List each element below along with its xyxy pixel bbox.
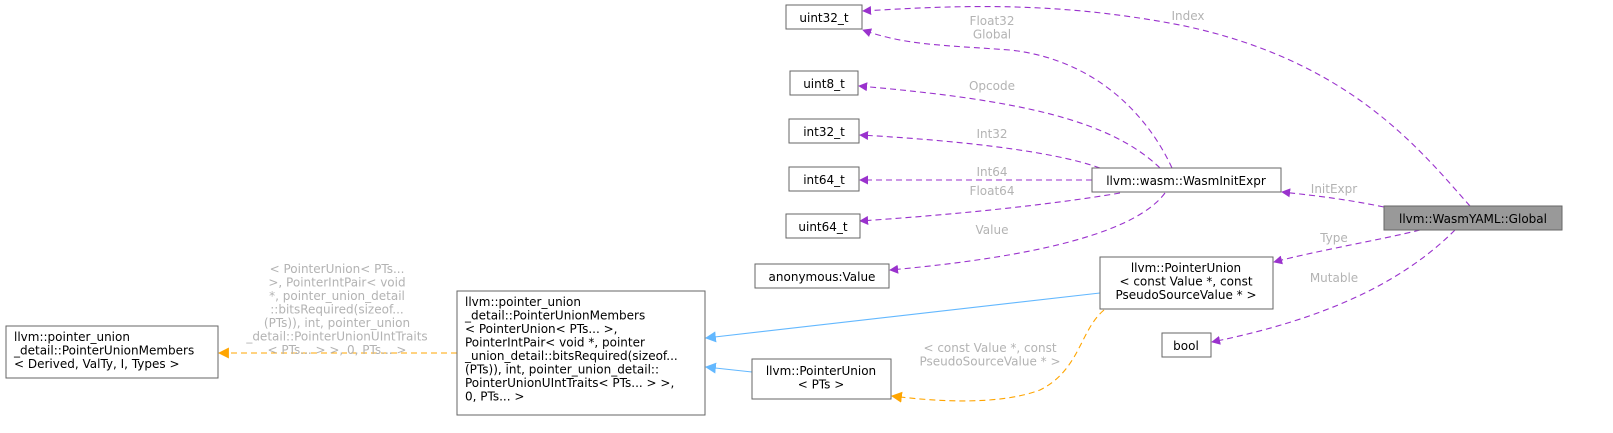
- edge-label-init-expr: InitExpr: [1311, 182, 1357, 196]
- edge-label-value: Value: [976, 223, 1009, 237]
- text-line: PointerIntPair< void *, pointer: [465, 336, 645, 350]
- edge-type: [1273, 229, 1421, 265]
- text-line: _detail::PointerUnionMembers: [13, 344, 194, 358]
- text-line: llvm::pointer_union: [465, 295, 581, 309]
- edge-label-index: Index: [1171, 9, 1204, 23]
- edge-inherit-pointer-union-pts: [704, 362, 753, 374]
- text-line: PointerUnionUIntTraits< PTs... > >,: [465, 376, 674, 390]
- text-line: uint8_t: [803, 77, 845, 91]
- text-line: llvm::pointer_union: [14, 330, 130, 344]
- edge-mutable: [1211, 229, 1456, 345]
- text-line: Index: [1171, 9, 1204, 23]
- edge-value: [889, 192, 1166, 274]
- text-line: PseudoSourceValue * >: [919, 355, 1060, 369]
- svg-text:int64_t: int64_t: [803, 173, 845, 187]
- text-line: < PointerUnion< PTs...: [270, 262, 405, 276]
- svg-text:uint8_t: uint8_t: [803, 77, 845, 91]
- node-pointer-union-members-generic[interactable]: llvm::pointer_union_detail::PointerUnion…: [5, 325, 219, 379]
- svg-text:bool: bool: [1173, 339, 1199, 353]
- text-line: Value: [976, 223, 1009, 237]
- text-line: InitExpr: [1311, 182, 1357, 196]
- text-line: bool: [1173, 339, 1199, 353]
- edge-label-int64: Int64: [976, 165, 1007, 179]
- edge-label-type: Type: [1319, 231, 1348, 245]
- edge-label-float64: Float64: [970, 184, 1015, 198]
- text-line: Int64: [976, 165, 1007, 179]
- node-int32-t[interactable]: int32_t: [788, 118, 860, 144]
- text-line: llvm::wasm::WasmInitExpr: [1106, 174, 1266, 188]
- edge-int32: [859, 130, 1101, 169]
- svg-text:uint32_t: uint32_t: [799, 11, 849, 25]
- svg-text:uint64_t: uint64_t: [798, 220, 848, 234]
- node-uint8-t[interactable]: uint8_t: [789, 70, 859, 96]
- text-line: < PTs... > >, 0, PTs... >: [268, 343, 407, 357]
- edges: [217, 6, 1471, 403]
- edge-opcode: [858, 82, 1161, 169]
- node-uint32-t[interactable]: uint32_t: [785, 4, 863, 30]
- text-line: 0, PTs... >: [465, 390, 524, 404]
- node-wasm-init-expr[interactable]: llvm::wasm::WasmInitExpr: [1091, 167, 1282, 193]
- svg-text:llvm::pointer_union_detail::Po: llvm::pointer_union_detail::PointerUnion…: [13, 330, 194, 371]
- edge-template-value: [890, 309, 1105, 403]
- text-line: PseudoSourceValue * >: [1115, 288, 1256, 302]
- text-line: < const Value *, const: [923, 341, 1056, 355]
- edge-label-opcode: Opcode: [969, 79, 1015, 93]
- svg-text:llvm::pointer_union_detail::Po: llvm::pointer_union_detail::PointerUnion…: [464, 295, 678, 404]
- text-line: llvm::PointerUnion: [1131, 261, 1241, 275]
- text-line: Global: [973, 28, 1011, 42]
- node-pointer-union-value[interactable]: llvm::PointerUnion< const Value *, const…: [1099, 256, 1274, 310]
- text-line: (PTs)), int, pointer_union_detail::: [465, 363, 659, 377]
- text-line: < PointerUnion< PTs... >,: [465, 322, 617, 336]
- node-uint64-t[interactable]: uint64_t: [785, 213, 861, 239]
- node-bool[interactable]: bool: [1161, 332, 1212, 358]
- edge-index: [862, 6, 1471, 207]
- text-line: Mutable: [1310, 271, 1358, 285]
- node-pointer-union-members-full[interactable]: llvm::pointer_union_detail::PointerUnion…: [456, 290, 706, 416]
- text-line: llvm::PointerUnion: [766, 364, 876, 378]
- text-line: _detail::PointerUnionMembers: [464, 309, 645, 323]
- svg-text:int32_t: int32_t: [803, 125, 845, 139]
- text-line: Float64: [970, 184, 1015, 198]
- text-line: Int32: [976, 127, 1007, 141]
- svg-text:llvm::wasm::WasmInitExpr: llvm::wasm::WasmInitExpr: [1106, 174, 1266, 188]
- text-line: _detail::PointerUnionUIntTraits: [245, 330, 427, 344]
- text-line: uint64_t: [798, 220, 848, 234]
- svg-text:anonymous:Value: anonymous:Value: [769, 270, 876, 284]
- text-line: (PTs)), int, pointer_union: [264, 316, 410, 330]
- text-line: < Derived, ValTy, I, Types >: [14, 357, 180, 371]
- text-line: >, PointerIntPair< void: [268, 276, 405, 290]
- edge-float64: [859, 192, 1121, 225]
- text-line: anonymous:Value: [769, 270, 876, 284]
- text-line: *, pointer_union_detail: [269, 289, 405, 303]
- edge-float32-global: [862, 28, 1173, 169]
- text-line: < PTs >: [798, 378, 845, 392]
- edge-init-expr: [1281, 188, 1385, 208]
- text-line: int64_t: [803, 173, 845, 187]
- text-line: _union_detail::bitsRequired(sizeof...: [464, 349, 678, 363]
- edge-label-mutable: Mutable: [1310, 271, 1358, 285]
- text-line: llvm::WasmYAML::Global: [1399, 212, 1547, 226]
- svg-text:llvm::PointerUnion< const Valu: llvm::PointerUnion< const Value *, const…: [1115, 261, 1256, 302]
- edge-label-int32: Int32: [976, 127, 1007, 141]
- text-line: int32_t: [803, 125, 845, 139]
- text-line: < const Value *, const: [1119, 275, 1252, 289]
- text-line: ::bitsRequired(sizeof...: [270, 303, 404, 317]
- edge-label-template-members: < PointerUnion< PTs...>, PointerIntPair<…: [245, 262, 427, 357]
- text-line: Float32: [970, 14, 1015, 28]
- text-line: Opcode: [969, 79, 1015, 93]
- svg-text:llvm::PointerUnion< PTs >: llvm::PointerUnion< PTs >: [766, 364, 876, 392]
- text-line: Type: [1319, 231, 1348, 245]
- node-anonymous-value[interactable]: anonymous:Value: [754, 263, 890, 289]
- node-int64-t[interactable]: int64_t: [788, 166, 860, 192]
- nodes: llvm::WasmYAML::Global llvm::wasm::WasmI…: [5, 4, 1563, 416]
- svg-text:llvm::WasmYAML::Global: llvm::WasmYAML::Global: [1399, 212, 1547, 226]
- text-line: uint32_t: [799, 11, 849, 25]
- node-wasmyaml-global[interactable]: llvm::WasmYAML::Global: [1383, 205, 1563, 231]
- edge-inherit-pointer-union-value: [704, 292, 1101, 343]
- node-pointer-union-pts[interactable]: llvm::PointerUnion< PTs >: [751, 358, 892, 400]
